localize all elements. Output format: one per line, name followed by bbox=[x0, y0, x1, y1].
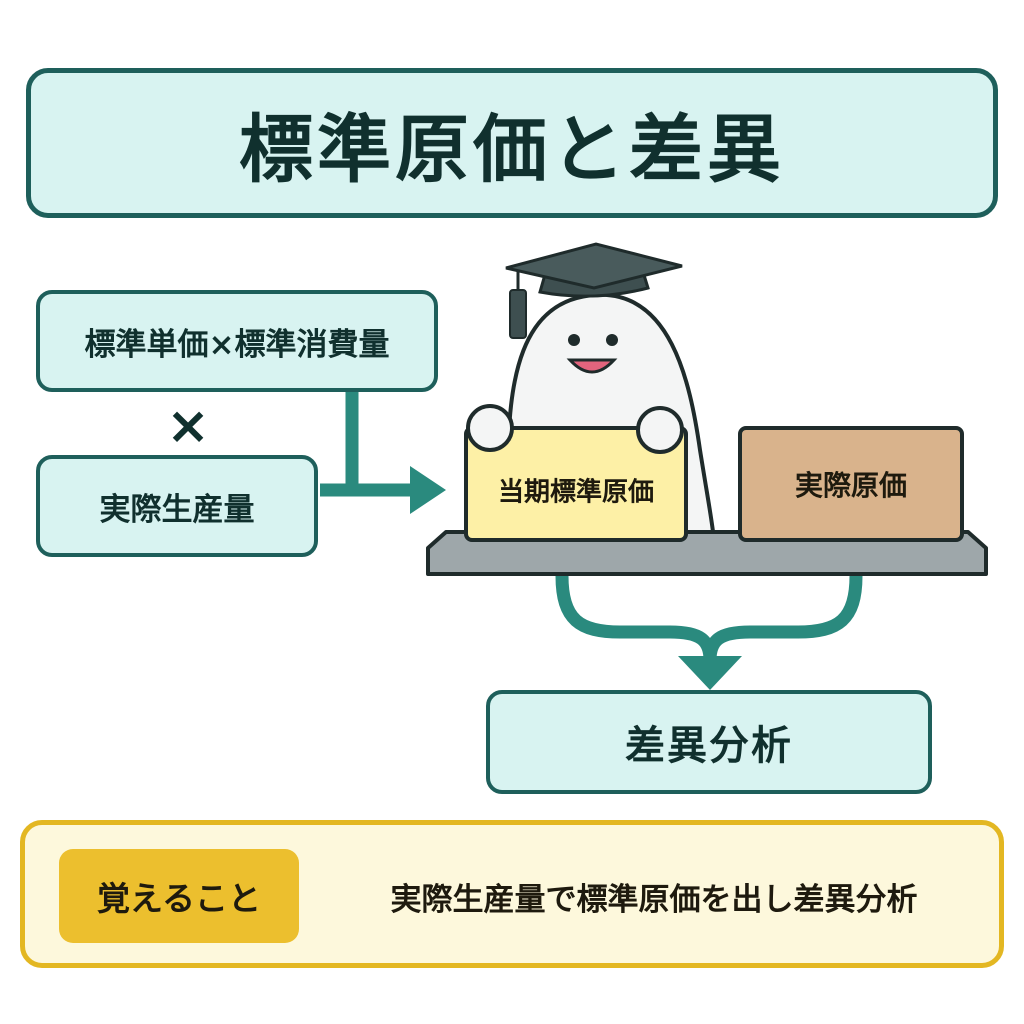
memo-banner: 覚えること 実際生産量で標準原価を出し差異分析 bbox=[20, 820, 1004, 968]
arrow-head-down-icon bbox=[678, 656, 742, 690]
mascot-left-eye bbox=[568, 334, 580, 346]
actual-production-box: 実際生産量 bbox=[36, 455, 318, 557]
balance-scale bbox=[426, 530, 988, 576]
standard-cost-card: 当期標準原価 bbox=[464, 426, 688, 542]
memo-text: 実際生産量で標準原価を出し差異分析 bbox=[390, 881, 918, 918]
standard-formula-label: 標準単価×標準消費量 bbox=[84, 326, 390, 363]
page-title: 標準原価と差異 bbox=[239, 106, 785, 193]
standard-cost-label: 当期標準原価 bbox=[498, 477, 654, 508]
memo-badge: 覚えること bbox=[59, 849, 299, 943]
mascot-right-eye bbox=[606, 334, 618, 346]
mascot-left-hand bbox=[466, 404, 514, 452]
formula-to-cost-arrow bbox=[320, 392, 412, 497]
actual-cost-label: 実際原価 bbox=[795, 469, 907, 502]
merge-arrow bbox=[555, 575, 863, 661]
multiply-symbol: × bbox=[166, 396, 210, 456]
mascot-right-hand bbox=[636, 406, 684, 454]
actual-cost-card: 実際原価 bbox=[738, 426, 964, 542]
variance-analysis-label: 差異分析 bbox=[625, 723, 793, 769]
mascot-smile bbox=[566, 358, 618, 374]
graduation-cap-icon bbox=[505, 242, 683, 339]
arrow-head-right-icon bbox=[410, 466, 446, 514]
standard-formula-box: 標準単価×標準消費量 bbox=[36, 290, 438, 392]
actual-production-label: 実際生産量 bbox=[99, 491, 255, 528]
title-banner: 標準原価と差異 bbox=[26, 68, 998, 218]
memo-badge-label: 覚えること bbox=[96, 879, 261, 918]
variance-analysis-box: 差異分析 bbox=[486, 690, 932, 794]
